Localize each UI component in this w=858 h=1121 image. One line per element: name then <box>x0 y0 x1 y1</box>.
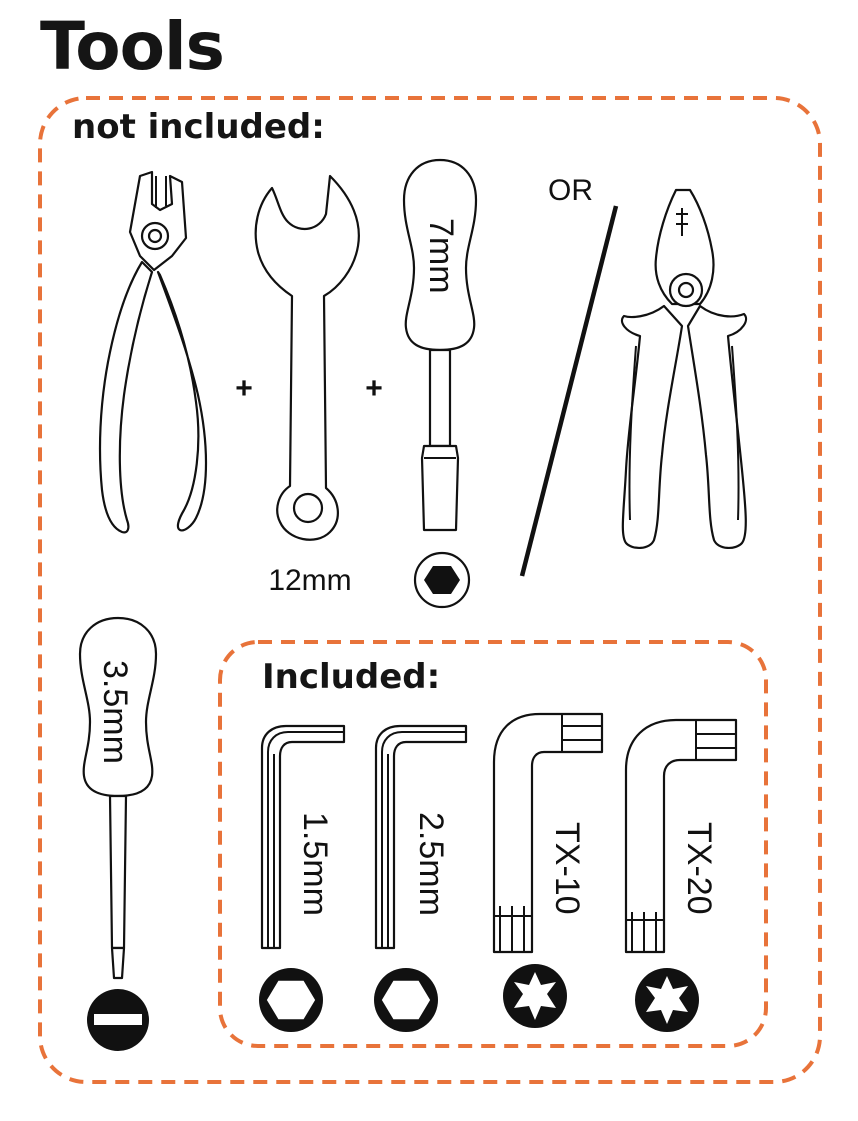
or-divider-line <box>519 205 619 577</box>
key-label-1: 1.5mm <box>296 812 334 916</box>
allen-key-1-5mm-icon <box>259 724 346 1032</box>
key-label-4: TX-20 <box>680 822 718 915</box>
nut-driver-size-label: 7mm <box>422 218 460 294</box>
key-label-2: 2.5mm <box>412 812 450 916</box>
wrench-size-label: 12mm <box>268 564 351 597</box>
plus-symbol-2: + <box>365 372 383 405</box>
plus-symbol-1: + <box>235 372 253 405</box>
not-included-frame <box>38 96 822 1084</box>
or-label: OR <box>548 174 593 207</box>
wrench-icon <box>254 174 360 541</box>
not-included-heading: not included: <box>72 107 325 147</box>
screwdriver-icon <box>78 616 158 1051</box>
torx-key-tx20-icon <box>624 718 738 1032</box>
combination-pliers-icon <box>620 188 748 549</box>
included-heading: Included: <box>262 657 441 697</box>
diagonal-cutter-icon <box>98 170 208 534</box>
key-label-3: TX-10 <box>548 822 586 915</box>
nut-driver-icon <box>402 158 478 609</box>
page-title: Tools <box>40 8 225 85</box>
torx-key-tx10-icon <box>492 712 604 1028</box>
allen-key-2-5mm-icon <box>374 724 468 1032</box>
screwdriver-size-label: 3.5mm <box>96 660 134 764</box>
included-frame <box>218 640 768 1048</box>
